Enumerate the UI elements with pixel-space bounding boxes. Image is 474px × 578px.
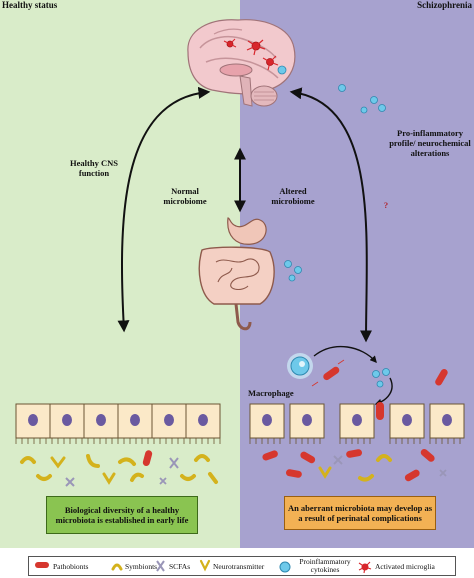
- healthy-axis-arrow: [117, 86, 211, 333]
- cytokine-cluster-brain: [338, 84, 386, 114]
- schizophrenia-epithelium: [249, 403, 465, 444]
- question-mark: ?: [383, 200, 389, 210]
- schizophrenia-microbiota: [262, 448, 447, 482]
- cytokine-cluster-gut: [284, 260, 302, 282]
- macrophage-illustration: [287, 353, 313, 379]
- pathobionts-above: [311, 359, 448, 420]
- brain-illustration: [187, 19, 296, 107]
- healthy-epithelium: [15, 403, 221, 444]
- legend-activated-microglia: Activated microglia: [375, 562, 435, 571]
- healthy-microbiota-box: Biological diversity of a healthy microb…: [46, 496, 198, 534]
- healthy-cns-label: Healthy CNS function: [70, 158, 118, 178]
- legend: Pathobionts Symbionts SCFAs Neurotransmi…: [28, 556, 456, 576]
- legend-pathobionts: Pathobionts: [53, 562, 89, 571]
- legend-proinflammatory-cytokines: Proinflammatory cytokines: [299, 557, 351, 574]
- legend-icons: [35, 559, 372, 574]
- healthy-microbiota: [20, 450, 218, 487]
- normal-microbiome-label: Normal microbiome: [163, 186, 207, 206]
- schizophrenia-axis-arrow: [289, 87, 373, 343]
- aberrant-microbiota-box: An aberrant microbiota may develop as a …: [284, 496, 436, 530]
- altered-microbiome-label: Altered microbiome: [271, 186, 315, 206]
- legend-symbionts: Symbionts: [125, 562, 158, 571]
- pro-inflammatory-label: Pro-inflammatory profile/ neurochemical …: [389, 128, 471, 158]
- schizophrenia-title: Schizophrenia: [417, 0, 472, 10]
- gut-illustration: [198, 217, 275, 331]
- macrophage-label: Macrophage: [248, 388, 294, 398]
- healthy-status-title: Healthy status: [2, 0, 58, 10]
- legend-scfas: SCFAs: [169, 562, 191, 571]
- legend-neurotransmitter: Neurotransmitter: [213, 562, 265, 571]
